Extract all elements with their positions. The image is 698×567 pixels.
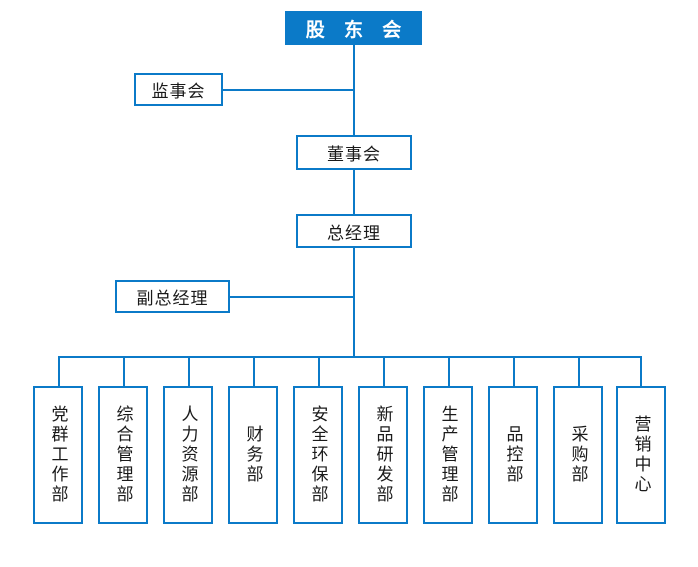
drop-line-dept-1 <box>58 356 60 386</box>
dept-box-10[interactable]: 营销中心 <box>616 386 666 524</box>
drop-line-dept-3 <box>188 356 190 386</box>
drop-line-dept-6 <box>383 356 385 386</box>
dept-label-2: 综合管理部 <box>113 405 133 505</box>
trunk-line-gm-to-bus <box>353 248 355 358</box>
drop-line-dept-9 <box>578 356 580 386</box>
dept-label-3: 人力资源部 <box>178 405 198 505</box>
node-board-of-directors[interactable]: 董事会 <box>296 135 412 170</box>
department-bus-line <box>58 356 641 358</box>
trunk-line-board-to-gm <box>353 170 355 214</box>
dept-label-6: 新品研发部 <box>373 405 393 505</box>
drop-line-dept-2 <box>123 356 125 386</box>
dept-label-5: 安全环保部 <box>308 405 328 505</box>
node-shareholders-meeting[interactable]: 股 东 会 <box>285 11 422 45</box>
dept-box-7[interactable]: 生产管理部 <box>423 386 473 524</box>
dept-label-10: 营销中心 <box>631 415 651 495</box>
trunk-line-shareholders-to-board <box>353 45 355 135</box>
node-deputy-general-manager[interactable]: 副总经理 <box>115 280 230 313</box>
drop-line-dept-10 <box>640 356 642 386</box>
dept-label-1: 党群工作部 <box>48 405 68 505</box>
dept-label-9: 采购部 <box>568 425 588 485</box>
dept-box-2[interactable]: 综合管理部 <box>98 386 148 524</box>
dept-box-9[interactable]: 采购部 <box>553 386 603 524</box>
drop-line-dept-8 <box>513 356 515 386</box>
node-board-of-supervisors[interactable]: 监事会 <box>134 73 223 106</box>
dept-box-8[interactable]: 品控部 <box>488 386 538 524</box>
branch-line-supervisors <box>223 89 354 91</box>
node-general-manager[interactable]: 总经理 <box>296 214 412 248</box>
drop-line-dept-4 <box>253 356 255 386</box>
drop-line-dept-7 <box>448 356 450 386</box>
branch-line-deputy-gm <box>230 296 354 298</box>
dept-box-1[interactable]: 党群工作部 <box>33 386 83 524</box>
dept-label-4: 财务部 <box>243 425 263 485</box>
drop-line-dept-5 <box>318 356 320 386</box>
dept-box-5[interactable]: 安全环保部 <box>293 386 343 524</box>
dept-box-3[interactable]: 人力资源部 <box>163 386 213 524</box>
dept-box-4[interactable]: 财务部 <box>228 386 278 524</box>
dept-label-7: 生产管理部 <box>438 405 458 505</box>
dept-label-8: 品控部 <box>503 425 523 485</box>
dept-box-6[interactable]: 新品研发部 <box>358 386 408 524</box>
